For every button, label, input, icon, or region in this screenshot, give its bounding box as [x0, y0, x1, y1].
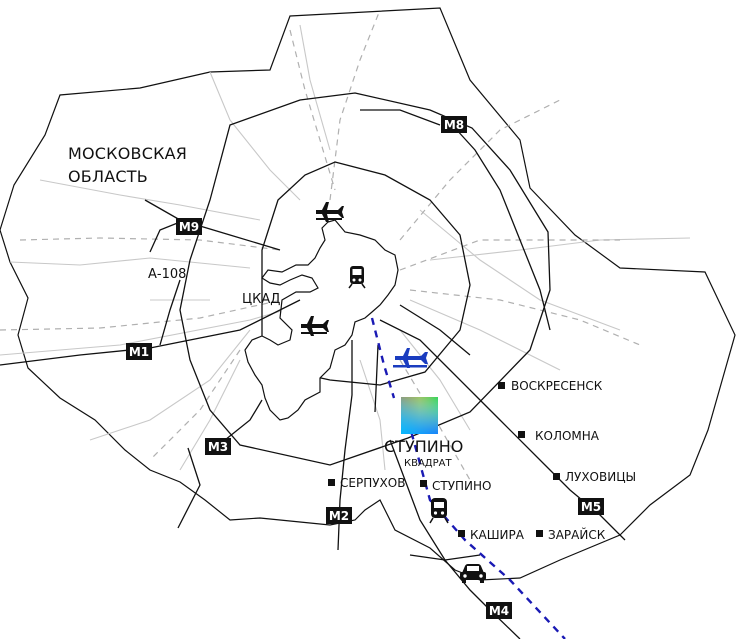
highway-badge-label: M2 — [329, 509, 349, 523]
ring-label: ЦКАД — [242, 292, 280, 307]
highway-label: А-108 — [148, 267, 186, 282]
region-label: ОБЛАСТЬ — [68, 167, 148, 186]
highway-badge-label: M3 — [208, 440, 228, 454]
airplane-icon — [301, 316, 329, 336]
highway-badge: M5 — [578, 498, 604, 515]
highway-badge: M4 — [486, 602, 512, 619]
city-marker — [518, 431, 525, 438]
highway-badge — [205, 438, 231, 455]
site-marker — [401, 397, 438, 434]
region-label: МОСКОВСКАЯ — [68, 144, 187, 163]
highway-badge: M3 — [205, 438, 231, 455]
train-icon — [429, 498, 449, 524]
city-label: ЛУХОВИЦЫ — [565, 470, 636, 484]
highway-badge-label: M9 — [179, 220, 199, 234]
highway-badge: M9 — [176, 218, 202, 235]
city-label: КОЛОМНА — [535, 429, 600, 443]
city-marker — [536, 530, 543, 537]
car-icon — [460, 564, 486, 583]
highway-badge-label: M5 — [581, 500, 601, 514]
site-subtitle: КВАДРАТ — [404, 458, 452, 469]
inner-ring — [261, 161, 471, 386]
city-marker — [328, 479, 335, 486]
highway-badge-label: M4 — [489, 604, 509, 618]
city-marker — [458, 530, 465, 537]
highway-badge: M8 — [441, 116, 467, 133]
city-label: ВОСКРЕСЕНСК — [511, 379, 603, 393]
highway-badge — [578, 498, 604, 515]
highway-badge-label: M8 — [444, 118, 464, 132]
highway-badge — [486, 602, 512, 619]
site-title: СТУПИНО — [384, 437, 463, 456]
city-label: СЕРПУХОВ — [340, 476, 405, 490]
airplane-icon — [316, 202, 344, 222]
moscow-city — [244, 219, 399, 421]
highway-badge: M2 — [326, 507, 352, 524]
railways — [0, 9, 641, 481]
city-marker — [553, 473, 560, 480]
city-label: ЗАРАЙСК — [548, 527, 606, 542]
ckad-ring — [179, 92, 551, 466]
highway-badge — [176, 218, 202, 235]
airplane-icon — [393, 348, 428, 368]
minor-roads — [0, 24, 691, 471]
city-marker — [420, 480, 427, 487]
highway-badge-label: M1 — [129, 345, 149, 359]
highway-badge — [441, 116, 467, 133]
highway-badge — [126, 343, 152, 360]
train-icon — [348, 266, 366, 289]
city-label: СТУПИНО — [432, 479, 492, 493]
highway-badge — [326, 507, 352, 524]
highway-badge: M1 — [126, 343, 152, 360]
city-label: КАШИРА — [470, 528, 525, 542]
city-marker — [498, 382, 505, 389]
route-line — [370, 317, 566, 639]
